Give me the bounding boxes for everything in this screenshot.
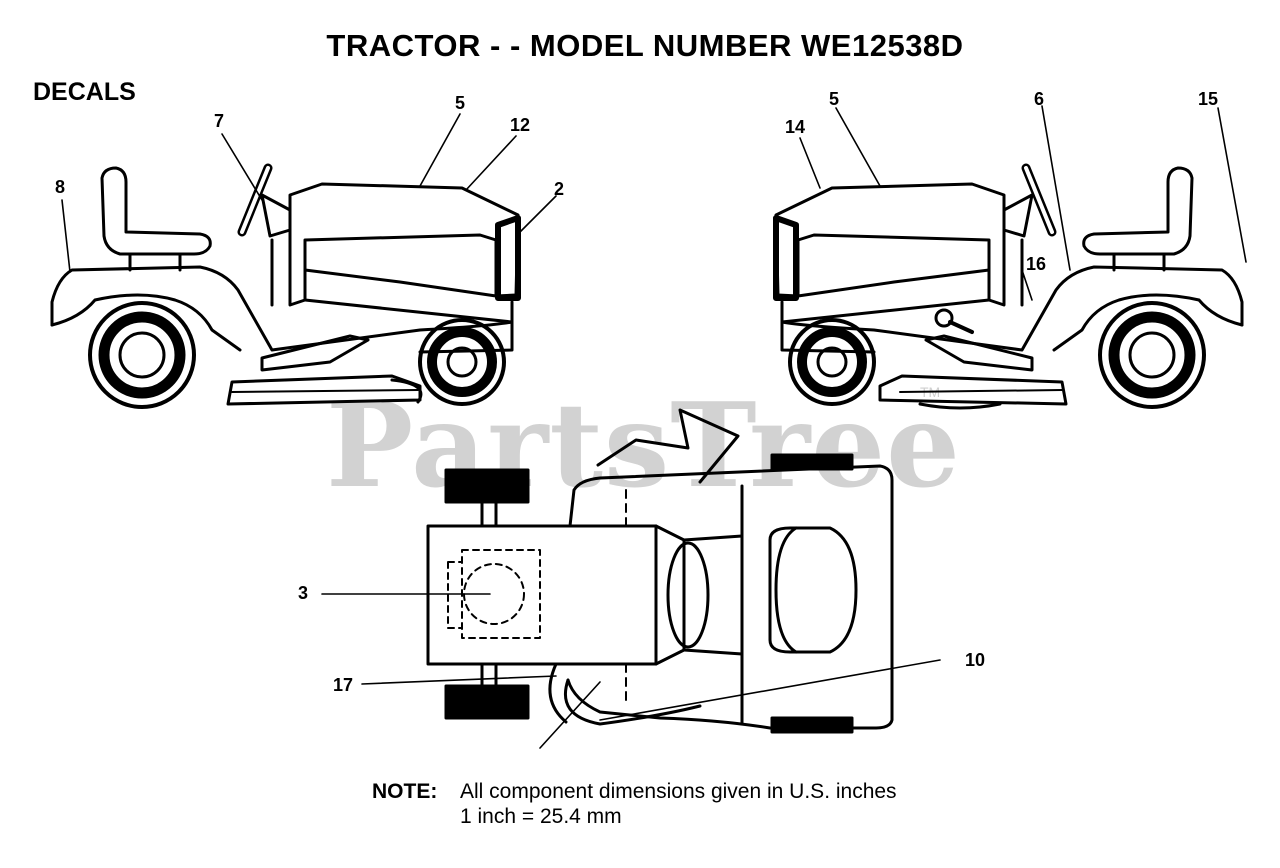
diagram-title: TRACTOR - - MODEL NUMBER WE12538D [326, 28, 964, 63]
dimensions-note: NOTE: All component dimensions given in U… [372, 780, 897, 828]
tractor-left-side-view [50, 163, 521, 409]
tractor-top-view [426, 408, 894, 734]
note-line-1: All component dimensions given in U.S. i… [460, 780, 897, 803]
callout-3: 3 [298, 583, 309, 603]
callout-15: 15 [1198, 89, 1219, 109]
tractor-right-side-view [773, 163, 1244, 410]
partstree-watermark: PartsTree [326, 378, 961, 514]
note-label: NOTE: [372, 780, 438, 803]
callout-5-left: 5 [455, 93, 466, 113]
callout-17: 17 [333, 675, 354, 695]
callout-6: 6 [1034, 89, 1045, 109]
callout-7: 7 [214, 111, 225, 131]
note-line-2: 1 inch = 25.4 mm [460, 805, 622, 828]
callout-16: 16 [1026, 254, 1047, 274]
callout-2: 2 [554, 179, 565, 199]
callout-5-right: 5 [829, 89, 840, 109]
callout-12: 12 [510, 115, 531, 135]
callout-10: 10 [965, 650, 986, 670]
section-label-decals: DECALS [33, 78, 136, 106]
callout-8: 8 [55, 177, 66, 197]
callout-leader-lines [61, 105, 1247, 749]
callout-14: 14 [785, 117, 806, 137]
